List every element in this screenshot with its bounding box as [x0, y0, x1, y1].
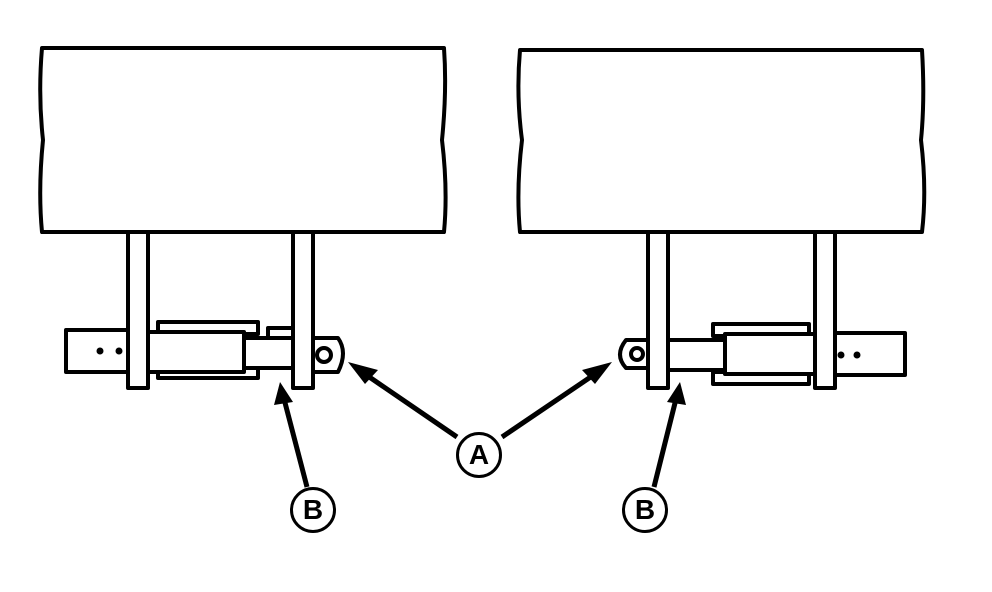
left-assembly [38, 46, 448, 390]
callout-arrows [280, 369, 680, 488]
left-box [38, 46, 448, 234]
right-assembly [516, 48, 927, 390]
left-post-1 [126, 230, 150, 390]
right-cylinder [723, 332, 817, 376]
callout-label-a: A [456, 432, 502, 478]
left-rod [242, 336, 295, 370]
right-post-2 [813, 230, 837, 390]
right-post-1 [646, 230, 670, 390]
right-bar [833, 331, 907, 377]
left-cylinder [146, 330, 246, 374]
right-pin-head [618, 338, 650, 370]
callout-label-b-right: B [622, 487, 668, 533]
left-post-2 [291, 230, 315, 390]
callout-label-b-left: B [290, 487, 336, 533]
left-pin-head [311, 336, 345, 374]
right-rod [666, 338, 727, 372]
right-box [516, 48, 927, 234]
